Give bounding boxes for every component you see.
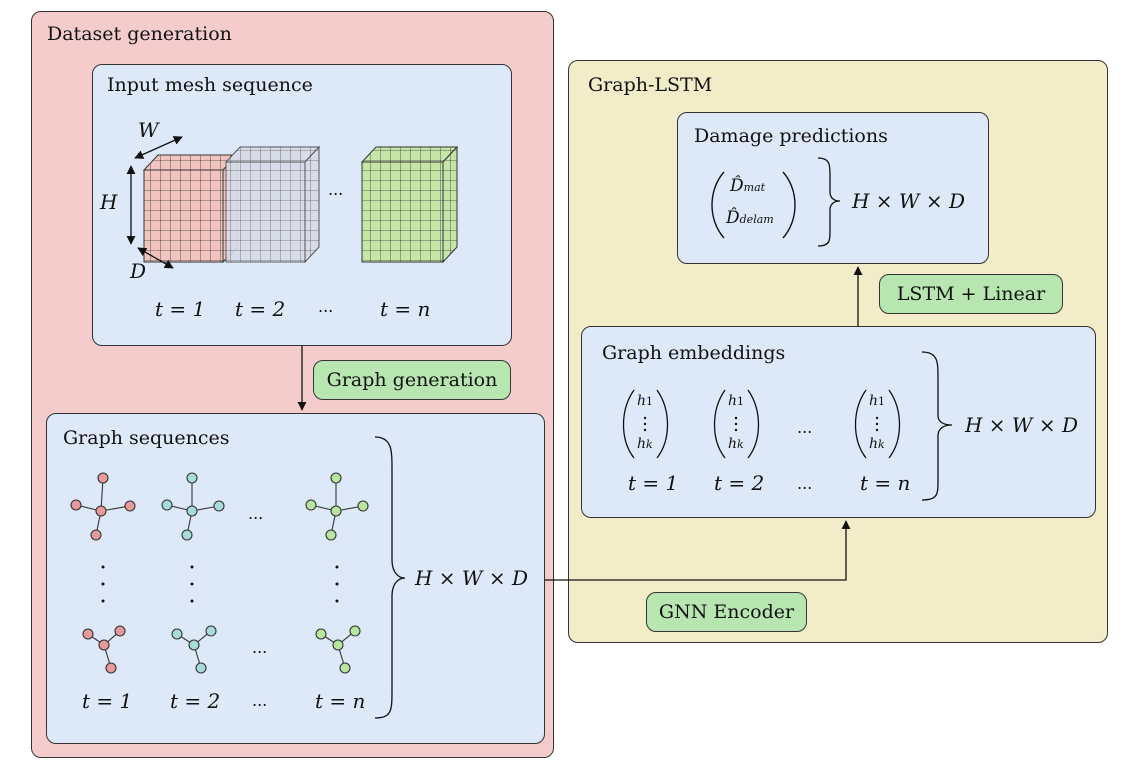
- embedding-brace-label: H × W × D: [965, 413, 1078, 437]
- mesh-time-ellipsis: ...: [318, 297, 334, 316]
- w-dimension-arrow: [134, 136, 183, 159]
- embedding-vector-parens: [622, 389, 901, 459]
- embedding-time-tn: t = n: [860, 471, 911, 495]
- damage-right-paren: [782, 171, 796, 239]
- damage-predictions-title: Damage predictions: [694, 125, 888, 147]
- graph-sequences-panel: [46, 413, 545, 744]
- graph-embeddings-title: Graph embeddings: [602, 342, 786, 364]
- graph-vertical-dots: [101, 565, 339, 603]
- embedding-h1-t1: h1: [637, 393, 654, 409]
- mesh-time-t1: t = 1: [155, 297, 206, 321]
- graph-row2-ellipsis: ...: [252, 638, 268, 657]
- mesh-dim-h: H: [100, 190, 118, 214]
- graph-icon-t1-bottom: [82, 625, 126, 674]
- graph-time-tn: t = n: [315, 689, 366, 713]
- damage-mat: D̂mat: [730, 176, 766, 196]
- embedding-hk-tn: hk: [869, 436, 885, 452]
- dataset-generation-title: Dataset generation: [47, 23, 232, 45]
- mesh-time-tn: t = n: [380, 297, 431, 321]
- gnn-encoder-label: GNN Encoder: [646, 592, 807, 632]
- mesh-time-t2: t = 2: [235, 297, 286, 321]
- graph-generation-label: Graph generation: [313, 360, 511, 400]
- damage-left-paren: [711, 171, 725, 239]
- embedding-ellipsis: ...: [797, 418, 813, 437]
- embedding-vdots: [643, 416, 879, 432]
- graph-brace-label: H × W × D: [415, 566, 528, 590]
- input-mesh-title: Input mesh sequence: [107, 74, 313, 96]
- graph-icon-t1-top: [70, 472, 136, 541]
- mesh-cube-tn: [360, 145, 459, 264]
- mesh-dim-w: W: [138, 118, 159, 142]
- d-dimension-arrow: [137, 247, 174, 269]
- graph-icon-t2-top: [161, 472, 225, 541]
- embedding-time-t2: t = 2: [714, 471, 765, 495]
- graph-icon-tn-top: [305, 472, 369, 541]
- mesh-cube-t2: [224, 145, 321, 264]
- mesh-dim-d: D: [130, 259, 147, 283]
- graph-icon-tn-bottom: [315, 625, 361, 674]
- graph-sequences-brace: [374, 436, 406, 719]
- embedding-hk-t2: hk: [728, 436, 744, 452]
- graph-time-t1: t = 1: [82, 689, 133, 713]
- embeddings-brace: [921, 351, 953, 501]
- damage-delam: D̂delam: [726, 208, 774, 228]
- embedding-h1-tn: h1: [869, 393, 886, 409]
- lstm-linear-label: LSTM + Linear: [879, 274, 1063, 314]
- embedding-time-t1: t = 1: [628, 471, 679, 495]
- damage-brace: [817, 157, 841, 247]
- graph-time-ellipsis: ...: [252, 691, 268, 710]
- mesh-ellipsis: ...: [328, 180, 344, 199]
- embedding-h1-t2: h1: [728, 393, 745, 409]
- graph-lstm-title: Graph-LSTM: [588, 74, 713, 96]
- graph-time-t2: t = 2: [170, 689, 221, 713]
- graph-icon-t2-bottom: [171, 625, 217, 674]
- graph-sequences-title: Graph sequences: [63, 427, 230, 449]
- damage-predictions-panel: [677, 112, 989, 264]
- gnn-encoder-arrow: [545, 520, 851, 581]
- embedding-hk-t1: hk: [637, 436, 653, 452]
- mesh-cube-t1: [142, 153, 239, 264]
- damage-brace-label: H × W × D: [852, 189, 965, 213]
- graph-row1-ellipsis: ...: [248, 504, 264, 523]
- embedding-time-ellipsis: ...: [797, 474, 813, 493]
